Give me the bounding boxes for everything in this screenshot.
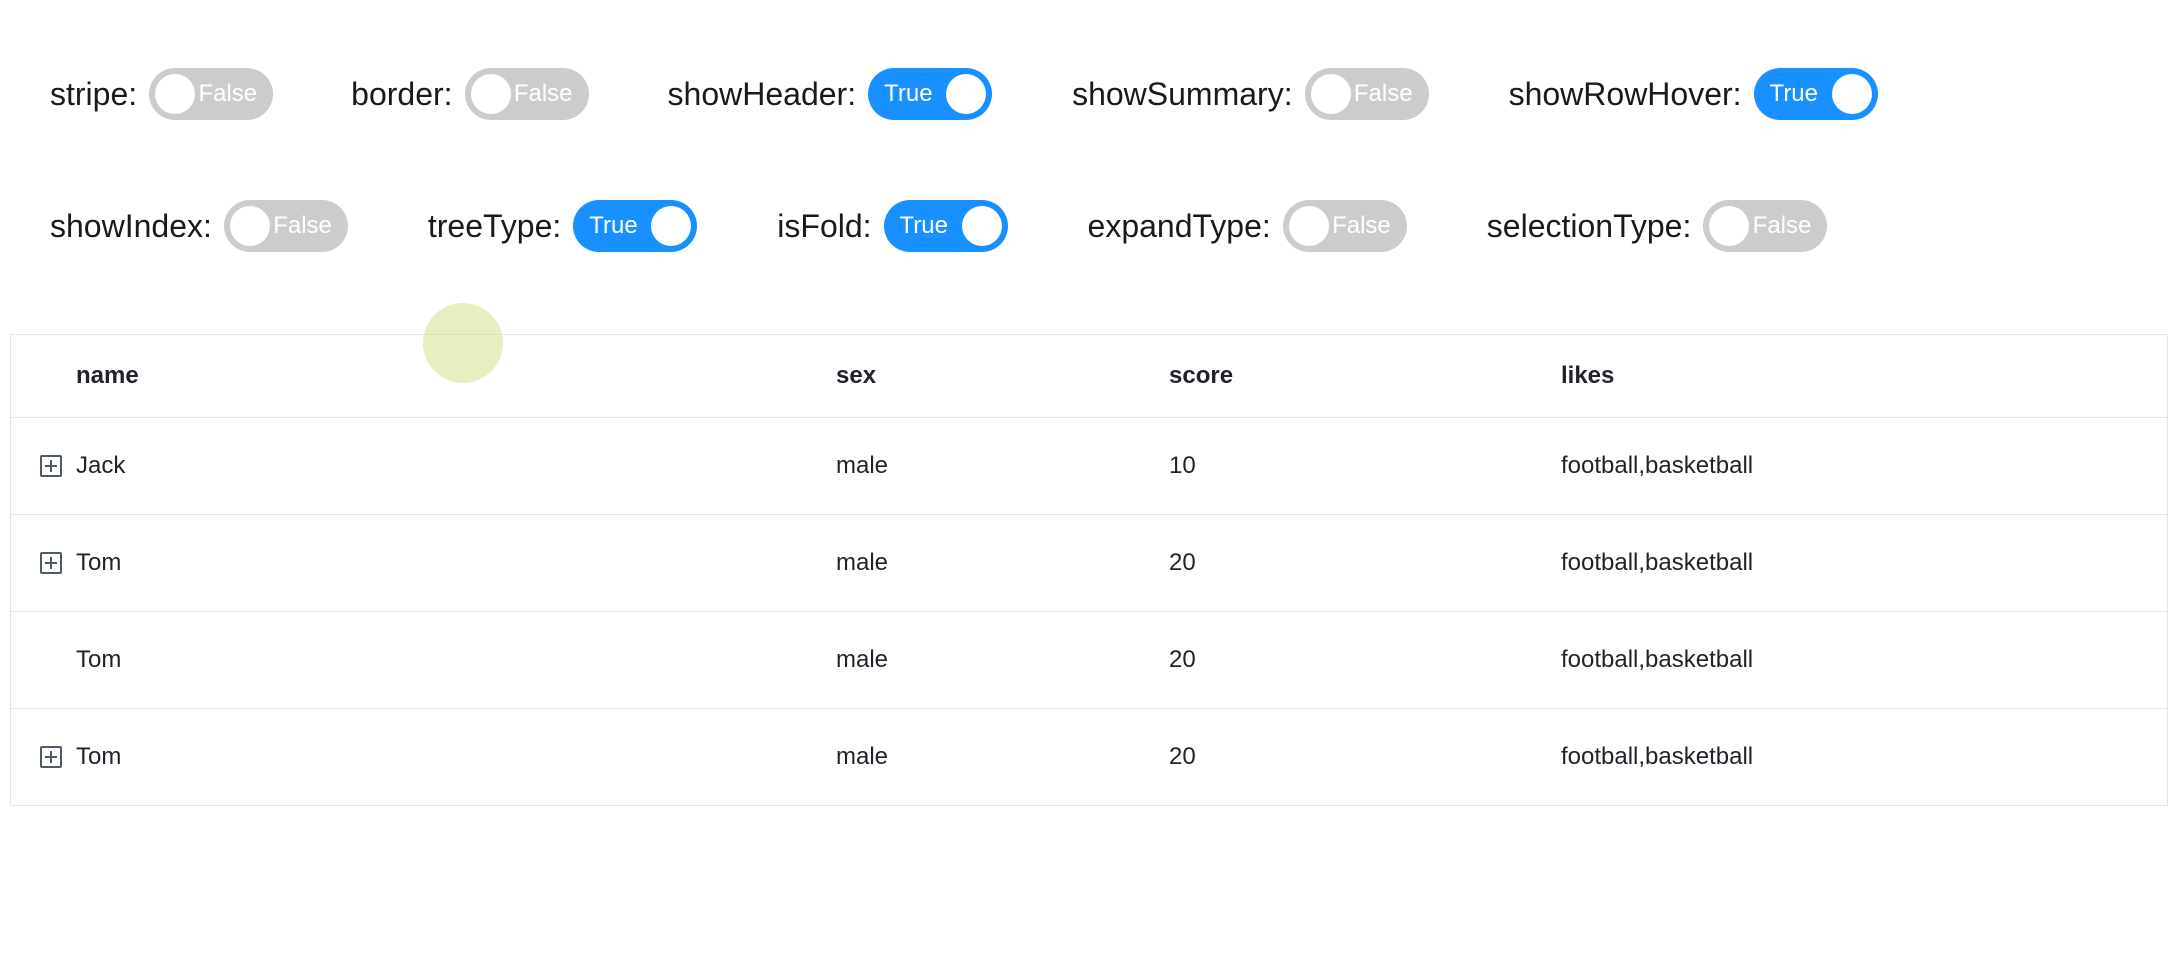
cell-score: 10 — [1169, 452, 1196, 479]
column-header-score[interactable]: score — [1169, 362, 1234, 389]
tree-type-label: treeType: — [427, 207, 562, 244]
expand-plus-icon[interactable] — [40, 552, 62, 574]
expand-plus-icon[interactable] — [40, 746, 62, 768]
table-row[interactable]: Tom male 20 football,basketball — [11, 709, 2167, 805]
cell-sex: male — [836, 743, 889, 770]
control-show-row-hover: showRowHover: True — [1509, 68, 1878, 120]
show-index-label: showIndex: — [50, 207, 212, 244]
toggle-knob — [1310, 74, 1351, 114]
toggle-knob — [470, 74, 511, 114]
border-label: border: — [351, 75, 453, 112]
cell-score: 20 — [1169, 549, 1196, 576]
toggle-state-text: True — [899, 212, 948, 239]
show-header-label: showHeader: — [667, 75, 857, 112]
toggle-knob — [1288, 206, 1329, 246]
control-show-summary: showSummary: False — [1072, 68, 1429, 120]
cell-likes: football,basketball — [1561, 452, 1754, 479]
toggle-knob — [946, 74, 987, 114]
toggle-state-text: True — [884, 80, 933, 107]
toggle-knob — [961, 206, 1002, 246]
is-fold-toggle[interactable]: True — [883, 200, 1008, 252]
control-border: border: False — [351, 68, 589, 120]
toggle-knob — [651, 206, 692, 246]
control-selection-type: selectionType: False — [1487, 200, 1828, 252]
control-show-header: showHeader: True — [668, 68, 993, 120]
border-toggle[interactable]: False — [464, 68, 589, 120]
toggle-knob — [1831, 74, 1872, 114]
selection-type-label: selectionType: — [1486, 207, 1692, 244]
cell-name: Tom — [76, 646, 122, 673]
toggle-knob — [229, 206, 270, 246]
show-summary-toggle[interactable]: False — [1304, 68, 1429, 120]
cell-name: Tom — [76, 743, 122, 770]
expand-type-label: expandType: — [1087, 207, 1271, 244]
stripe-label: stripe: — [50, 75, 138, 112]
toggle-state-text: False — [1332, 212, 1391, 239]
toggle-knob — [155, 74, 196, 114]
control-show-index: showIndex: False — [50, 200, 348, 252]
table-row[interactable]: Jack male 10 football,basketball — [11, 418, 2167, 515]
cell-likes: football,basketball — [1561, 646, 1754, 673]
toggle-state-text: False — [513, 80, 573, 107]
toggle-state-text: False — [1353, 80, 1413, 107]
show-row-hover-label: showRowHover: — [1508, 75, 1742, 112]
cell-score: 20 — [1169, 646, 1196, 673]
stripe-toggle[interactable]: False — [149, 68, 274, 120]
show-index-toggle[interactable]: False — [223, 200, 348, 252]
cell-likes: football,basketball — [1561, 549, 1754, 576]
toggle-state-text: False — [273, 212, 332, 239]
expand-type-toggle[interactable]: False — [1282, 200, 1407, 252]
selection-type-toggle[interactable]: False — [1703, 200, 1828, 252]
data-table: name sex score likes Jack male 10 footba… — [10, 334, 2168, 806]
cell-likes: football,basketball — [1561, 743, 1754, 770]
show-row-hover-toggle[interactable]: True — [1753, 68, 1878, 120]
table-row[interactable]: Tom male 20 football,basketball — [11, 612, 2167, 709]
cell-sex: male — [836, 549, 889, 576]
is-fold-label: isFold: — [777, 207, 872, 244]
show-header-toggle[interactable]: True — [868, 68, 993, 120]
cell-score: 20 — [1169, 743, 1196, 770]
control-stripe: stripe: False — [50, 68, 274, 120]
show-summary-label: showSummary: — [1072, 75, 1293, 112]
control-tree-type: treeType: True — [427, 200, 698, 252]
toggle-state-text: False — [1752, 212, 1812, 239]
column-header-name[interactable]: name — [76, 362, 139, 389]
control-is-fold: isFold: True — [777, 200, 1008, 252]
cell-name: Tom — [76, 549, 122, 576]
table-header-row: name sex score likes — [11, 335, 2167, 418]
controls-row-1: stripe: False border: False showHeader: … — [50, 66, 1878, 122]
controls-row-2: showIndex: False treeType: True isFold: … — [50, 198, 1828, 254]
column-header-sex[interactable]: sex — [836, 362, 877, 389]
toggle-knob — [1709, 206, 1750, 246]
cell-sex: male — [836, 452, 889, 479]
column-header-likes[interactable]: likes — [1561, 362, 1615, 389]
toggle-state-text: True — [1769, 80, 1819, 107]
cell-name: Jack — [76, 452, 126, 479]
table-row[interactable]: Tom male 20 football,basketball — [11, 515, 2167, 612]
control-expand-type: expandType: False — [1088, 200, 1407, 252]
expand-plus-icon[interactable] — [40, 455, 62, 477]
tree-type-toggle[interactable]: True — [573, 200, 698, 252]
cell-sex: male — [836, 646, 889, 673]
toggle-state-text: True — [589, 212, 638, 239]
toggle-state-text: False — [198, 80, 258, 107]
